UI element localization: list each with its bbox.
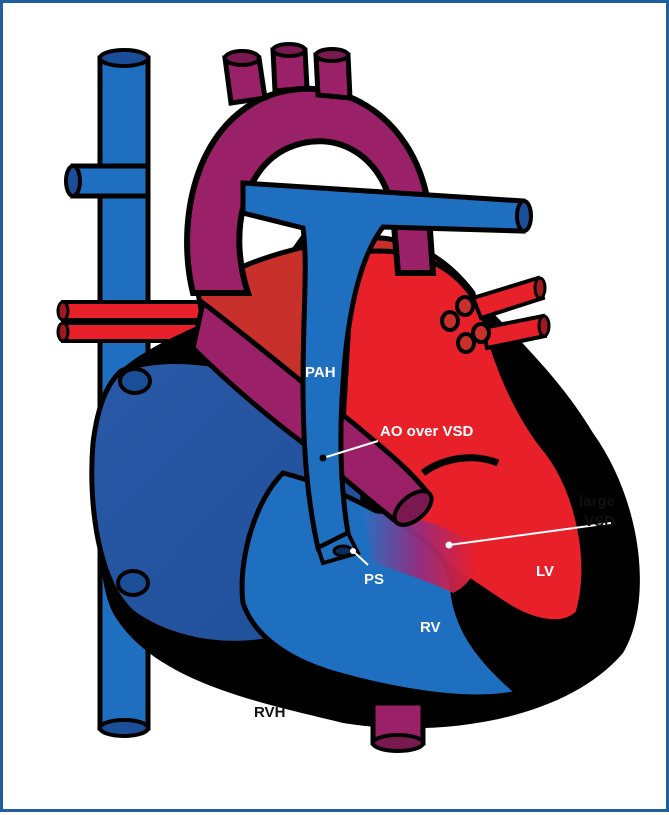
- label-vsd: VSD: [584, 513, 615, 530]
- heart-diagram: PAH AO over VSD large VSD LV PS RV RVH: [3, 3, 669, 815]
- ivc-opening: [118, 571, 148, 595]
- label-large: large: [579, 493, 615, 510]
- label-pah: PAH: [305, 364, 336, 381]
- label-rv: RV: [420, 619, 441, 636]
- label-rvh: RVH: [254, 704, 285, 721]
- svc-opening: [120, 369, 150, 393]
- label-ao-over-vsd: AO over VSD: [380, 423, 474, 440]
- brachiocephalic-vein: [66, 166, 148, 196]
- label-lv: LV: [536, 563, 554, 580]
- label-ps: PS: [364, 571, 384, 588]
